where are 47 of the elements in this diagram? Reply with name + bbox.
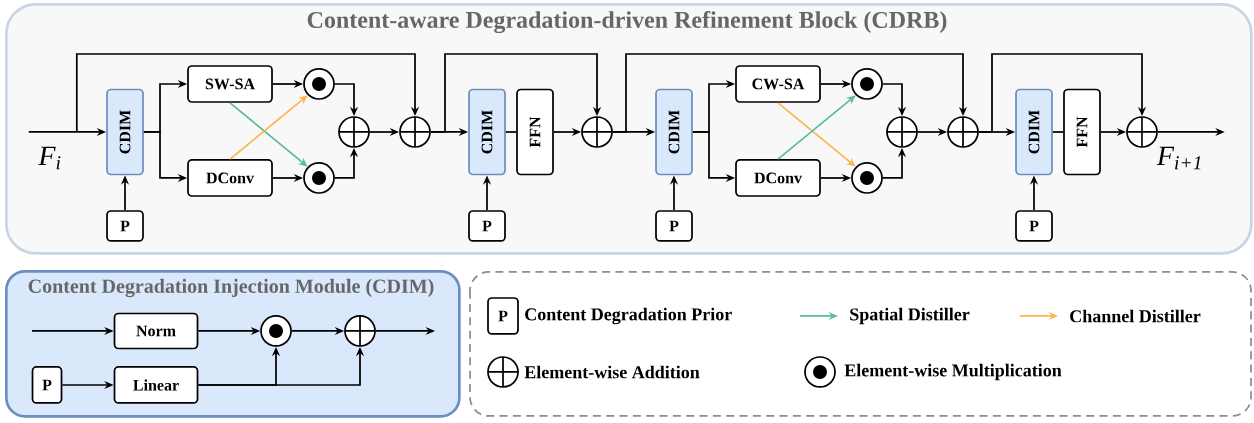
process-box: Norm [113, 312, 199, 350]
prior-box: P [106, 210, 144, 242]
multiply-symbol [303, 68, 335, 100]
module-box: CDIM [655, 88, 693, 176]
add-symbol [947, 116, 979, 148]
legend-label: Content Degradation Prior [525, 307, 732, 325]
add-symbol [338, 116, 370, 148]
multiply-symbol [303, 162, 335, 194]
legend-label: Element-wise Multiplication [844, 363, 1062, 381]
arrow [777, 95, 856, 160]
module-box: CDIM [106, 88, 144, 176]
module-box: CDIM [1015, 88, 1053, 176]
multiply-symbol [851, 162, 883, 194]
feature-label: F$_{i+1}$ [1156, 146, 1201, 170]
prior-box: P [487, 297, 519, 335]
add-symbol [581, 116, 613, 148]
process-box: SW-SA [187, 65, 273, 103]
legend-label: Channel Distiller [1070, 309, 1201, 323]
prior-box: P [468, 210, 506, 242]
feature-label: F$_{i}$ [38, 146, 61, 170]
process-box: DConv [735, 159, 821, 197]
prior-box: P [31, 366, 63, 404]
legend-label: Element-wise Addition [524, 365, 700, 379]
legend-label: Spatial Distiller [850, 307, 970, 325]
process-box: FFN [1063, 88, 1101, 176]
module-box: CDIM [468, 88, 506, 176]
prior-box: P [655, 210, 693, 242]
process-box: FFN [516, 88, 554, 176]
process-box: DConv [187, 159, 273, 197]
add-symbol [344, 315, 376, 347]
process-box: Linear [113, 366, 199, 404]
panel-title: Content-aware Degradation-driven Refinement Block (CDRB) [307, 10, 947, 34]
prior-box: P [1015, 210, 1053, 242]
panel-title: Content Degradation Injection Module (CDIM) [28, 278, 434, 298]
add-symbol [886, 116, 918, 148]
add-symbol [399, 116, 431, 148]
add-symbol [1126, 116, 1158, 148]
process-box: CW-SA [735, 65, 821, 103]
arrow [229, 102, 308, 167]
arrow [430, 53, 602, 133]
multiply-symbol [260, 315, 292, 347]
arrow [978, 53, 1147, 133]
arrow [777, 102, 856, 167]
multiply-symbol [851, 68, 883, 100]
arrow [229, 95, 308, 160]
arrow [612, 53, 968, 133]
arrow [75, 53, 420, 133]
